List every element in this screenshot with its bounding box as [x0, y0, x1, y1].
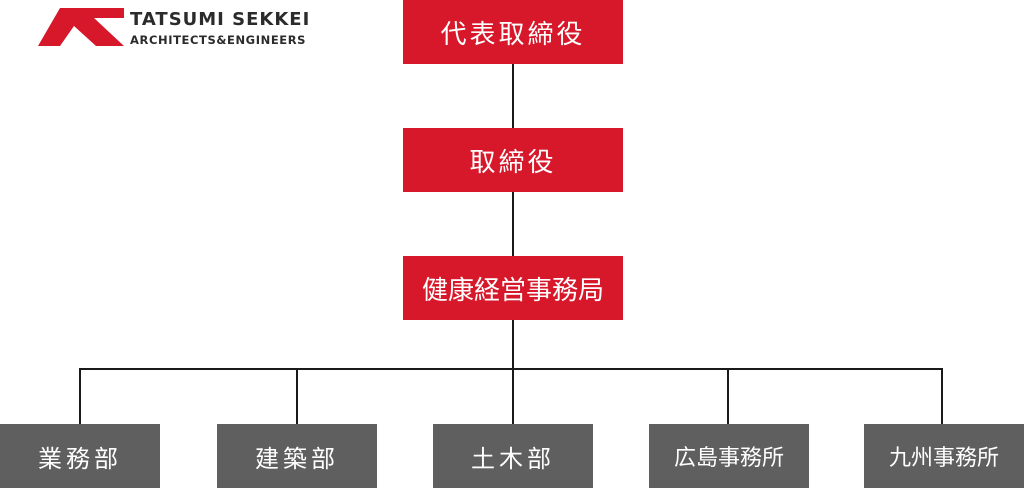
node-director: 取締役: [403, 128, 623, 192]
node-label: 健康経営事務局: [421, 275, 604, 306]
node-label: 広島事務所: [673, 446, 784, 471]
node-label: 取締役: [469, 147, 557, 178]
node-label: 建築部: [255, 444, 339, 473]
logo-mark-icon: [38, 8, 124, 46]
node-label: 業務部: [38, 444, 122, 473]
node-label: 九州事務所: [888, 446, 999, 471]
company-logo: TATSUMI SEKKEI ARCHITECTS&ENGINEERS: [38, 6, 348, 50]
node-hiroshima-office: 広島事務所: [649, 424, 809, 488]
logo-company-name: TATSUMI SEKKEI: [130, 9, 311, 30]
node-representative-director: 代表取締役: [403, 0, 623, 64]
node-business-dept: 業務部: [0, 424, 160, 488]
node-civil-dept: 土木部: [433, 424, 593, 488]
node-kyushu-office: 九州事務所: [864, 424, 1024, 488]
logo-company-subtitle: ARCHITECTS&ENGINEERS: [130, 33, 307, 47]
node-label: 土木部: [471, 444, 555, 473]
node-label: 代表取締役: [440, 19, 586, 50]
node-architecture-dept: 建築部: [217, 424, 377, 488]
node-health-office: 健康経営事務局: [403, 256, 623, 320]
